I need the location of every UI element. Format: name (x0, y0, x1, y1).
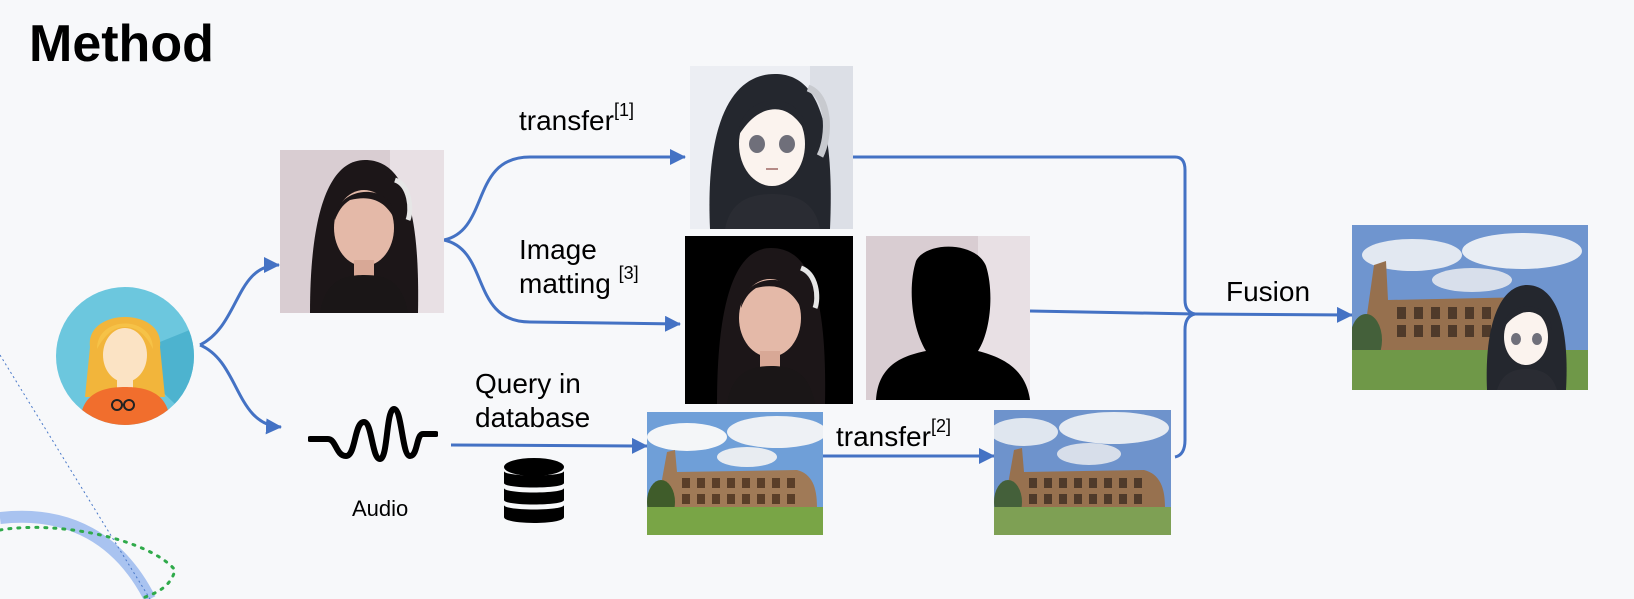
fusion-label: Fusion (1226, 276, 1311, 307)
query-label-line1: Query in (475, 368, 581, 399)
background-mask (866, 236, 1030, 400)
query-label-line2: database (475, 402, 591, 433)
stylized-colosseum (994, 410, 1171, 535)
arrow-user-to-portrait (199, 257, 280, 347)
matted-portrait (685, 236, 853, 404)
image-matting-label-line2: matting [3] (519, 263, 639, 299)
image-matting-label-line1: Image (519, 234, 597, 265)
colosseum-photo (647, 412, 823, 535)
anime-portrait (690, 66, 853, 229)
decorative-curves (0, 354, 177, 599)
arrow-portrait-to-matting (443, 238, 681, 332)
transfer-2-ref: [2] (930, 416, 951, 436)
transfer-2-label: transfer[2] (836, 416, 951, 452)
transfer-1-ref: [1] (613, 100, 634, 120)
audio-waveform-icon (308, 404, 438, 464)
arrow-stylized-to-fusion (1174, 312, 1196, 459)
arrow-user-to-audio (199, 343, 282, 435)
arrow-mask-to-fusion (1029, 309, 1196, 316)
page-title: Method (29, 15, 214, 73)
fused-result (1352, 225, 1588, 390)
arrow-audio-to-scene (450, 437, 648, 454)
audio-label: Audio (352, 496, 409, 521)
flow-arrows (199, 149, 1353, 464)
transfer-1-label: transfer[1] (519, 100, 634, 136)
portrait-photo (280, 150, 444, 313)
user-avatar-icon (55, 287, 197, 425)
database-icon (502, 457, 566, 527)
arrow-anime-to-fusion (853, 155, 1196, 316)
arrow-portrait-to-anime (443, 149, 686, 242)
matting-ref: [3] (618, 263, 639, 283)
arrow-fusion-to-result (1194, 306, 1353, 323)
